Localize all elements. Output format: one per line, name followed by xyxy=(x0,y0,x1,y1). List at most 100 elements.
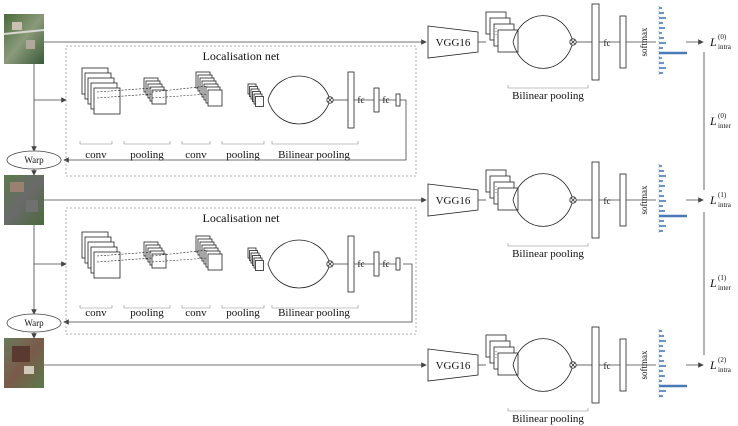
projection-lines xyxy=(151,85,209,99)
left-flow-lines xyxy=(31,39,427,368)
fc-layer xyxy=(373,87,380,113)
feature-map xyxy=(93,87,121,115)
feature-map xyxy=(207,89,223,107)
loss-inter-1-symbol: L xyxy=(709,276,717,290)
localisation-net-0: Localisation net xyxy=(65,45,417,177)
feature-map xyxy=(497,187,519,211)
loss-intra-1-sub: intra xyxy=(718,201,732,209)
branch-bilinear-otimes-cross xyxy=(570,39,576,45)
localisation-net-title-1: Localisation net xyxy=(203,211,281,225)
locnet-fc-label: fc xyxy=(358,95,365,105)
branch-0 xyxy=(427,3,687,89)
localisation-net-title-0: Localisation net xyxy=(203,49,281,63)
loss-inter-0-symbol: L xyxy=(709,114,717,128)
caption-bracket xyxy=(271,141,359,145)
caption-bracket xyxy=(123,305,171,309)
branch-bilinear-arc-bottom xyxy=(512,199,574,227)
feature-map xyxy=(255,96,264,107)
projection-lines xyxy=(96,87,153,99)
caption-bracket xyxy=(79,305,113,309)
caption-conv-1b: conv xyxy=(185,307,207,319)
caption-conv-0b: conv xyxy=(185,149,207,161)
feature-map xyxy=(93,251,121,279)
fc-layer xyxy=(347,71,355,129)
loss-intra-2-sub: intra xyxy=(718,366,732,374)
vgg16-block xyxy=(427,183,479,217)
aerial-image-1 xyxy=(4,175,44,225)
loss-intra-2: L (2) intra xyxy=(709,356,732,374)
bilinear-bracket xyxy=(507,85,589,89)
branch-bilinear-arc-top xyxy=(512,173,574,201)
fc-layer xyxy=(395,93,401,107)
locnet-bilinear-arc-bottom xyxy=(267,263,331,289)
locnet-fc-label: fc xyxy=(383,259,390,269)
loss-intra-1: L (1) intra xyxy=(709,191,732,209)
fc-layer xyxy=(591,161,600,239)
warp-oval-1: Warp xyxy=(6,313,62,333)
fc-layer xyxy=(619,173,627,227)
branch-bilinear-arc-bottom xyxy=(512,364,574,392)
caption-bracket xyxy=(181,305,211,309)
branch-bilinear-arc-top xyxy=(512,338,574,366)
loss-intra-1-symbol: L xyxy=(709,193,717,207)
vgg16-label-1: VGG16 xyxy=(436,195,471,207)
feature-map xyxy=(207,253,223,271)
caption-bilinear-0: Bilinear pooling xyxy=(278,149,350,161)
fc-layer xyxy=(347,235,355,293)
fc-layer xyxy=(373,251,380,277)
vgg16-label-2: VGG16 xyxy=(436,360,471,372)
branch-bilinear-caption-2: Bilinear pooling xyxy=(512,413,584,425)
loss-inter-1-sup: (1) xyxy=(718,274,727,282)
branch-fc-label-2: fc xyxy=(604,361,611,371)
fc-layer xyxy=(395,257,401,271)
loss-intra-2-symbol: L xyxy=(709,358,717,372)
bilinear-bracket xyxy=(507,408,589,412)
branch-bilinear-otimes-cross xyxy=(570,197,576,203)
loss-intra-1-sup: (1) xyxy=(718,191,727,199)
vgg16-block xyxy=(427,348,479,382)
caption-bilinear-1: Bilinear pooling xyxy=(278,307,350,319)
loss-inter-1: L (1) inter xyxy=(709,274,731,292)
feature-map xyxy=(255,260,264,271)
projection-lines xyxy=(96,251,153,263)
caption-pooling-1b: pooling xyxy=(226,307,260,319)
softmax-label-1: softmax xyxy=(639,185,649,214)
caption-bracket xyxy=(123,141,171,145)
vgg16-block xyxy=(427,25,479,59)
locnet-bilinear-arc-top xyxy=(267,75,331,101)
loss-intra-0: L (0) intra xyxy=(709,33,732,51)
localisation-net-1: Localisation net xyxy=(65,207,417,335)
branch-fc-label-1: fc xyxy=(604,196,611,206)
warp-label-0: Warp xyxy=(24,155,44,165)
loss-intra-0-symbol: L xyxy=(709,35,717,49)
feature-map xyxy=(497,29,519,53)
loss-inter-1-sub: inter xyxy=(718,284,731,292)
caption-bracket xyxy=(79,141,113,145)
branch-bilinear-arc-bottom xyxy=(512,41,574,69)
warp-label-1: Warp xyxy=(24,318,44,328)
locnet-bilinear-arc-bottom xyxy=(267,99,331,125)
caption-pooling-1a: pooling xyxy=(130,307,164,319)
fc-layer xyxy=(619,15,627,69)
fc-layer xyxy=(591,3,600,81)
caption-bracket xyxy=(221,305,265,309)
locnet-bilinear-otimes-cross xyxy=(327,261,333,267)
caption-pooling-0a: pooling xyxy=(130,149,164,161)
vgg16-label-0: VGG16 xyxy=(436,37,471,49)
caption-conv-1a: conv xyxy=(85,307,107,319)
bilinear-bracket xyxy=(507,243,589,247)
caption-bracket xyxy=(181,141,211,145)
softmax-label-2: softmax xyxy=(639,350,649,379)
projection-lines xyxy=(151,249,209,263)
caption-bracket xyxy=(221,141,265,145)
localisation-net-captions-1: conv pooling conv pooling Bilinear pooli… xyxy=(85,307,350,319)
branch-1 xyxy=(427,161,687,247)
loss-inter-0: L (0) inter xyxy=(709,112,731,130)
branch-bilinear-otimes-cross xyxy=(570,362,576,368)
branch-fc-label-0: fc xyxy=(604,38,611,48)
caption-bracket xyxy=(271,305,359,309)
branch-bilinear-caption-1: Bilinear pooling xyxy=(512,248,584,260)
